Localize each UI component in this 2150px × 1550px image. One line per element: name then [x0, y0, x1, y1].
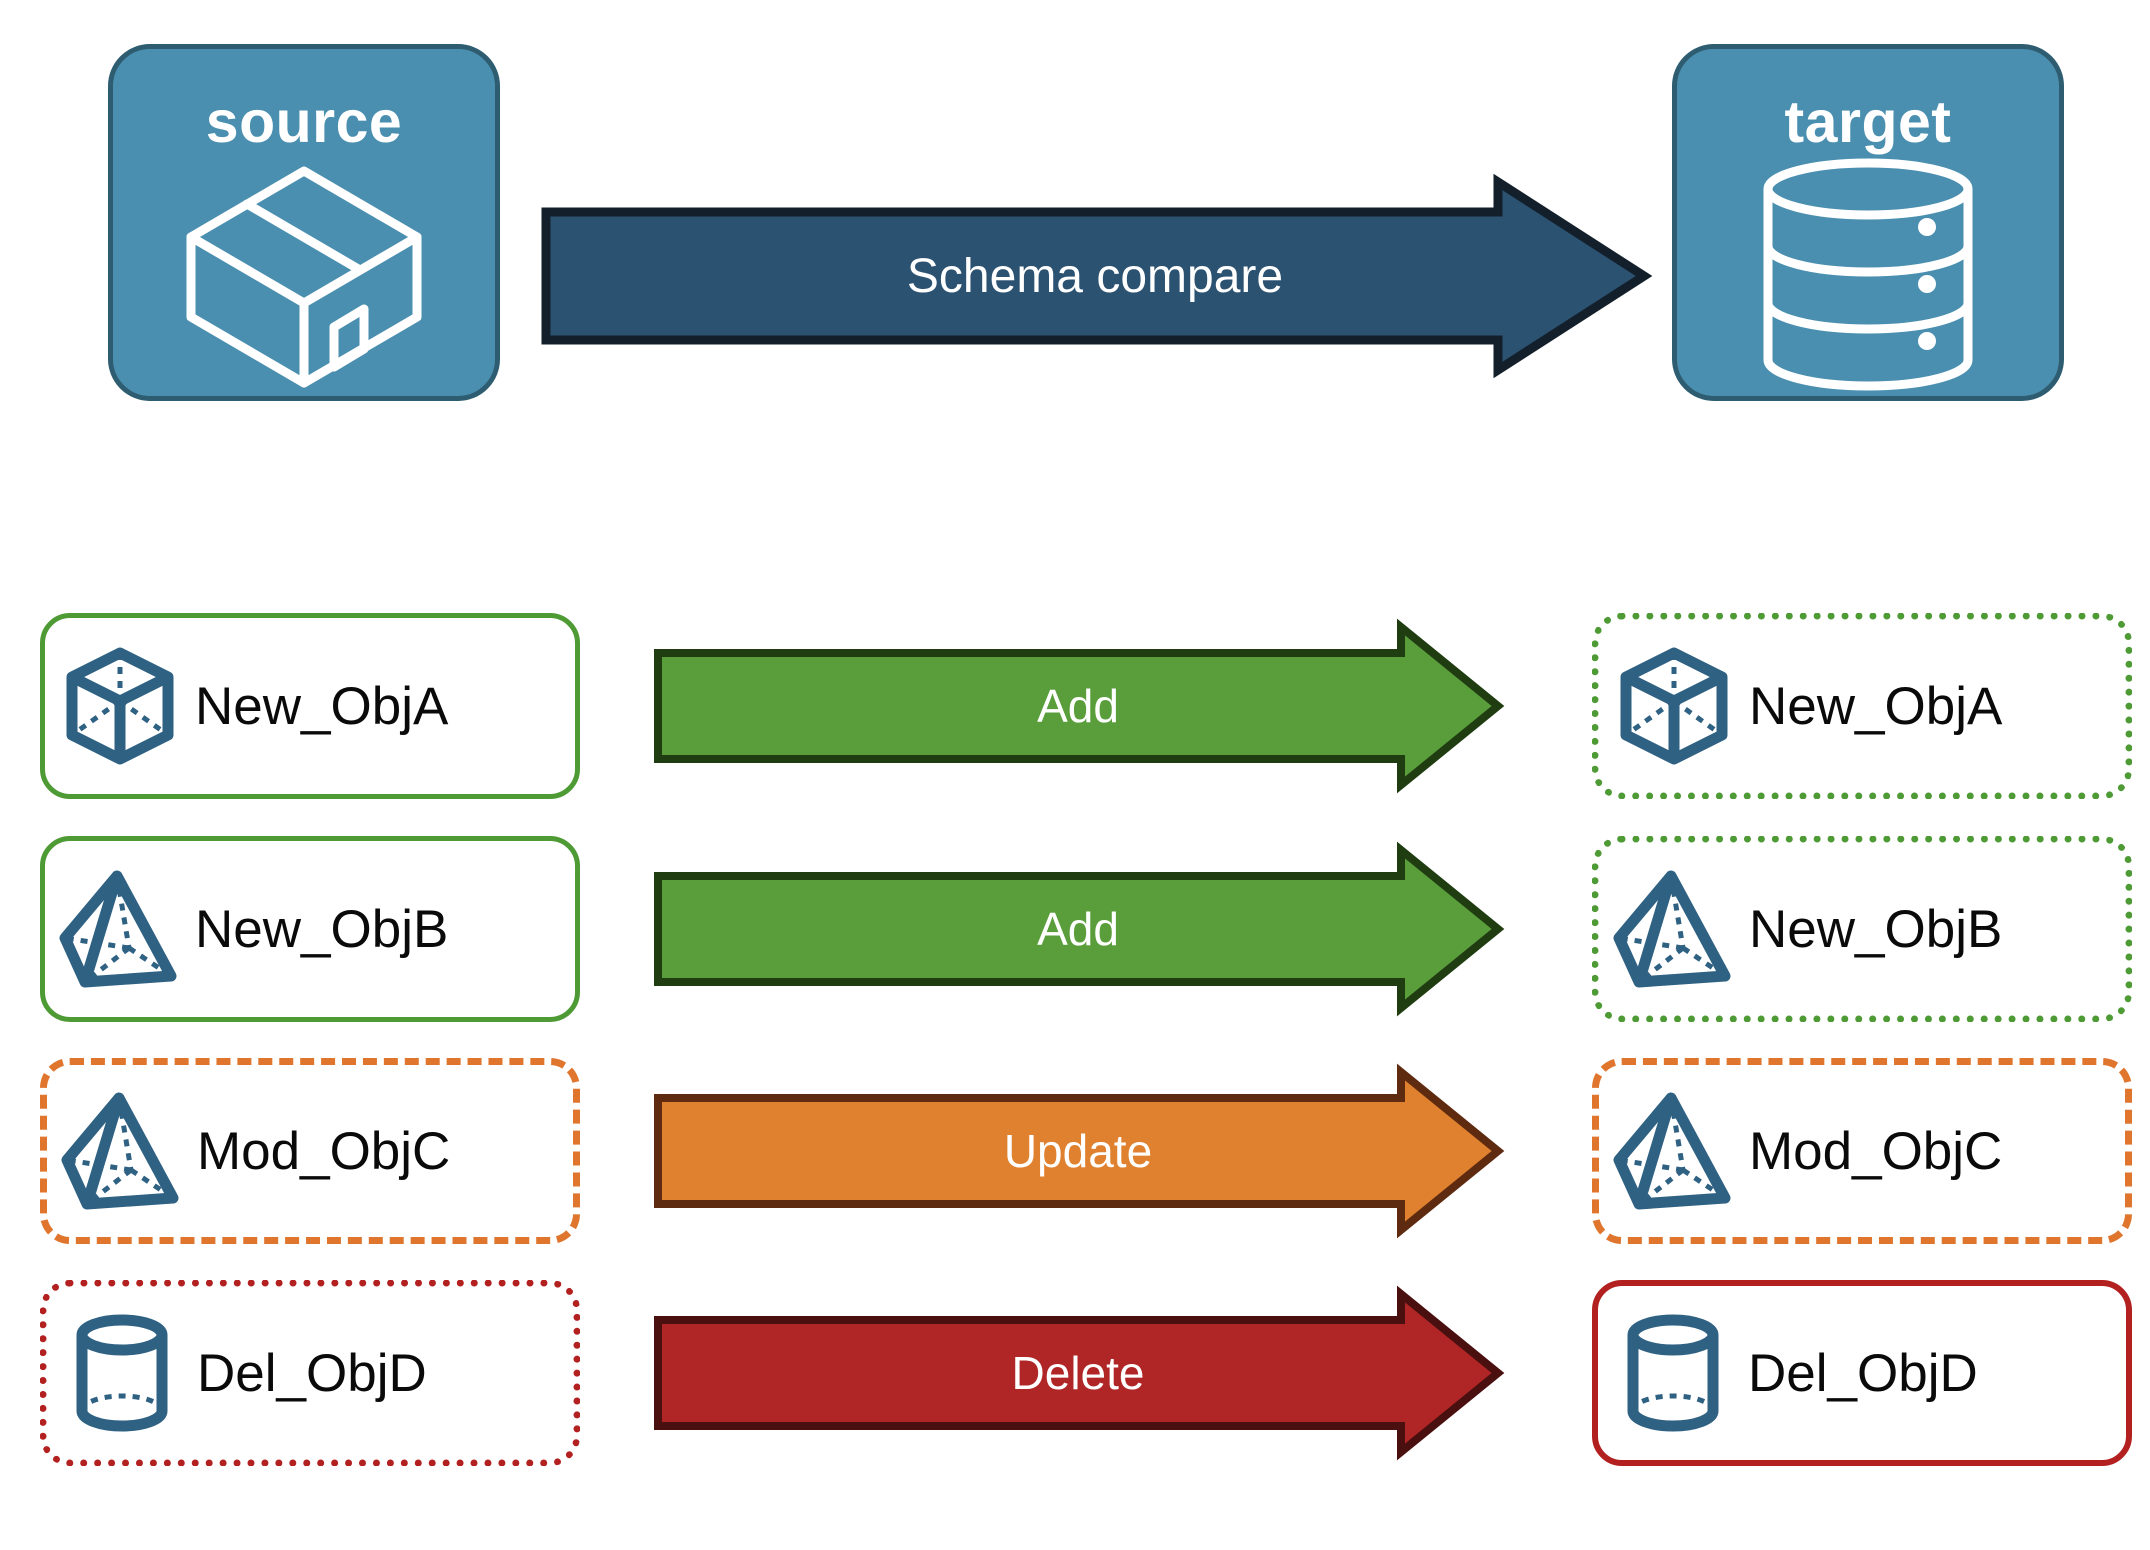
target-caption: target [1784, 89, 1952, 155]
source-object-label: New_ObjA [195, 676, 449, 736]
wireframe-pyramid-icon [47, 1092, 197, 1210]
package-box-icon [113, 152, 495, 396]
compare-row: New_ObjA Add [0, 613, 2150, 799]
wireframe-pyramid-icon [45, 870, 195, 988]
right-arrow-icon [654, 1063, 1505, 1239]
target-object-box[interactable]: New_ObjA [1592, 613, 2132, 799]
source-object-label: Del_ObjD [197, 1343, 427, 1403]
wireframe-pyramid-icon [1599, 870, 1749, 988]
wireframe-cylinder-icon [1598, 1313, 1748, 1433]
database-cylinder-icon [1677, 152, 2059, 396]
target-object-box[interactable]: New_ObjB [1592, 836, 2132, 1022]
action-arrow-add: Add [653, 841, 1505, 1017]
wireframe-cube-icon [1599, 647, 1749, 765]
source-object-label: New_ObjB [195, 899, 449, 959]
target-object-box[interactable]: Del_ObjD [1592, 1280, 2132, 1466]
wireframe-cube-icon [45, 647, 195, 765]
target-object-label: Mod_ObjC [1749, 1121, 2003, 1181]
source-caption: source [205, 89, 403, 155]
target-endpoint-card: target [1672, 44, 2064, 401]
wireframe-cylinder-icon [47, 1313, 197, 1433]
target-object-box[interactable]: Mod_ObjC [1592, 1058, 2132, 1244]
source-object-label: Mod_ObjC [197, 1121, 451, 1181]
right-arrow-icon [654, 1285, 1505, 1461]
target-object-label: Del_ObjD [1748, 1343, 1978, 1403]
wireframe-pyramid-icon [1599, 1092, 1749, 1210]
target-object-label: New_ObjB [1749, 899, 2003, 959]
compare-row: New_ObjB Add [0, 836, 2150, 1022]
source-object-box[interactable]: Mod_ObjC [40, 1058, 580, 1244]
right-arrow-icon [654, 618, 1505, 794]
compare-row: Del_ObjD Delete Del_ObjD [0, 1280, 2150, 1466]
source-object-box[interactable]: New_ObjA [40, 613, 580, 799]
schema-compare-arrow: Schema compare [540, 173, 1653, 379]
source-object-box[interactable]: New_ObjB [40, 836, 580, 1022]
action-arrow-add: Add [653, 618, 1505, 794]
source-endpoint-card: source [108, 44, 500, 401]
action-arrow-update: Update [653, 1063, 1505, 1239]
source-object-box[interactable]: Del_ObjD [40, 1280, 580, 1466]
compare-row: Mod_ObjC Update [0, 1058, 2150, 1244]
right-arrow-icon [541, 173, 1653, 379]
right-arrow-icon [654, 841, 1505, 1017]
action-arrow-delete: Delete [653, 1285, 1505, 1461]
target-object-label: New_ObjA [1749, 676, 2003, 736]
